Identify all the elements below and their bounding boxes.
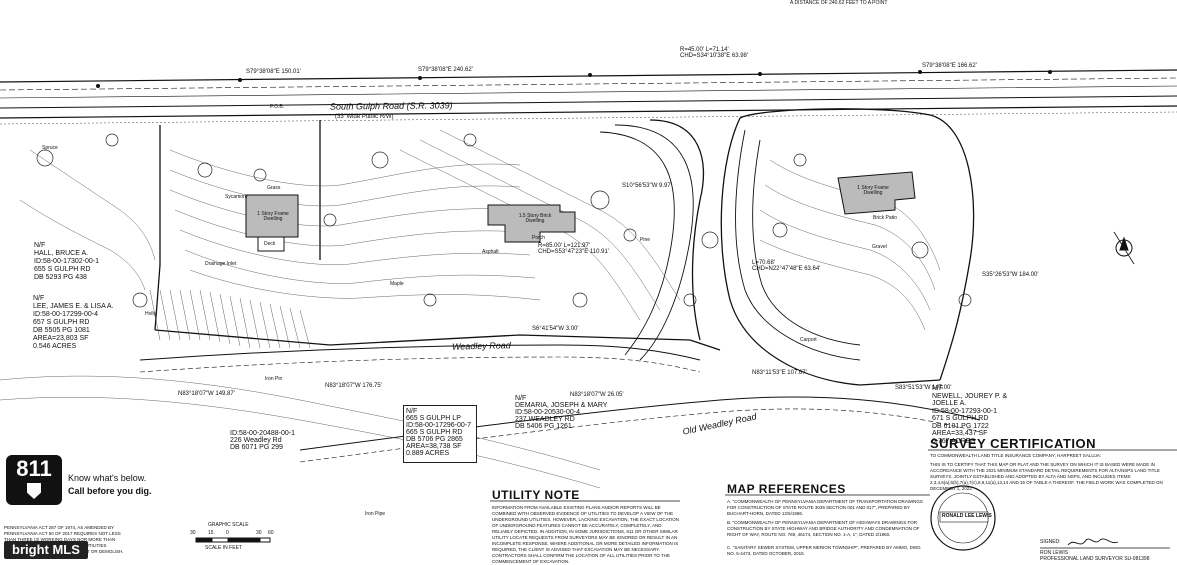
misc-label: P.O.B. [270, 104, 285, 110]
dwelling-label: 1.5 Story Brick Dwelling [518, 213, 552, 224]
scale-title: GRAPHIC SCALE [208, 522, 249, 528]
contour-lines [0, 129, 941, 489]
dwellings [245, 171, 916, 252]
course-label: R=45.00' L=71.14' CHD=S34°10'38"E 63.98' [680, 47, 749, 59]
scale-tick: 0 [226, 530, 229, 536]
scale-tick: 30 [190, 530, 196, 536]
driveway-loop [599, 124, 861, 361]
course-label: L=70.68' CHD=N22°47'48"E 63.64' [752, 260, 821, 272]
south-gulph-road-width: (33' Wide Public R/W) [335, 114, 394, 120]
misc-label: Holly [145, 311, 157, 317]
utility-poles [96, 70, 1052, 88]
misc-label: Porch [532, 235, 546, 241]
course-label: N83°18'07"W 149.87' [178, 391, 235, 397]
slope-hatching [149, 289, 311, 349]
misc-label: Sycamore [225, 194, 248, 200]
course-label: S10°56'53"W 9.97' [622, 183, 672, 189]
course-label: S35°26'53"W 184.00' [982, 272, 1039, 278]
scale-tick: 30 [256, 530, 262, 536]
dwelling-label: 1 Story Frame Dwelling [257, 211, 289, 222]
north-arrow-icon [1113, 231, 1135, 265]
map-reference-c: C. "SANITARY SEWER SYSTEM, UPPER MERION … [727, 545, 921, 556]
map-reference-a: A. "COMMONWEALTH OF PENNSYLVANIA DEPARTM… [727, 499, 923, 516]
misc-label: Iron Pin [265, 376, 283, 382]
surveyor-name: RON LEWIS [1040, 550, 1069, 556]
certification-to-line: TO COMMONWEALTH LAND TITLE INSURANCE COM… [930, 453, 1102, 458]
map-reference-b: B. "COMMONWEALTH OF PENNSYLVANIA DEPARTM… [727, 520, 920, 537]
misc-label: Carport [800, 337, 817, 343]
misc-label: Maple [390, 281, 404, 287]
dwelling-2 [487, 204, 576, 243]
course-label: N83°18'07"W 176.75' [325, 383, 382, 389]
dwelling-3 [837, 171, 916, 215]
bright-mls-watermark: bright MLS [4, 541, 88, 559]
graphic-scale-bar [195, 537, 271, 543]
course-label: R=85.00' L=121.97' CHD=S53°47'23"E 110.9… [538, 243, 609, 255]
scale-tick: 60 [268, 530, 274, 536]
call-811-line1: Know what's below. [68, 473, 147, 483]
utility-note-title: UTILITY NOTE [492, 488, 580, 502]
trees [36, 133, 972, 308]
course-label: S79°38'08"E 150.01' [246, 69, 301, 75]
surveyor-seal [930, 485, 996, 551]
misc-label: Gravel [872, 244, 887, 250]
header-note: A DISTANCE OF 240.62 FEET TO A POINT [790, 0, 888, 6]
deck-1 [257, 236, 285, 252]
call-811-line2: Call before you dig. [68, 486, 152, 496]
lot-boundaries [154, 108, 975, 386]
dwelling-label: 1 Story Frame Dwelling [857, 185, 889, 196]
surveyor-title: PROFESSIONAL LAND SURVEYOR SU-081398 [1040, 556, 1150, 562]
scale-units: SCALE IN FEET [205, 545, 242, 551]
map-references-title: MAP REFERENCES [727, 482, 846, 496]
signed-label: SIGNED: [1040, 539, 1061, 545]
misc-label: Asphalt [482, 249, 499, 255]
certification-title: SURVEY CERTIFICATION [930, 436, 1097, 451]
signature [1067, 538, 1119, 546]
misc-label: Pine [640, 237, 651, 243]
course-label: S79°38'08"E 166.62' [922, 63, 977, 69]
misc-label: Iron Pipe [365, 511, 386, 517]
course-label: S79°38'08"E 240.62' [418, 67, 473, 73]
misc-label: Brick Patio [873, 215, 897, 221]
south-gulph-road [0, 69, 1177, 125]
call-811-logo: 811 [6, 455, 62, 505]
weadley-road-label: Weadley Road [451, 340, 511, 352]
dwelling-1 [245, 194, 299, 238]
scale-tick: 15 [208, 530, 214, 536]
notes-frames [490, 449, 1177, 549]
course-label: S6°41'54"W 3.00' [532, 326, 579, 332]
course-label: N83°11'53"E 107.67' [752, 370, 807, 376]
course-label: N83°18'07"W 26.05' [570, 392, 624, 398]
seal-name: RONALD LEE LEWIS [942, 513, 992, 519]
misc-label: Drainage Inlet [205, 261, 237, 267]
utility-note-body: INFORMATION FROM AVAILABLE EXISTING PLAN… [492, 505, 680, 564]
misc-label: Spruce [42, 145, 58, 151]
course-label: S83°51'53"W 147.00' [895, 385, 952, 391]
south-gulph-road-label: South Gulph Road (S.R. 3039) [329, 100, 453, 112]
certification-body: THIS IS TO CERTIFY THAT THIS MAP OR PLAT… [930, 462, 1163, 491]
misc-label: Grass [267, 185, 281, 191]
misc-label: Deck [264, 241, 276, 247]
